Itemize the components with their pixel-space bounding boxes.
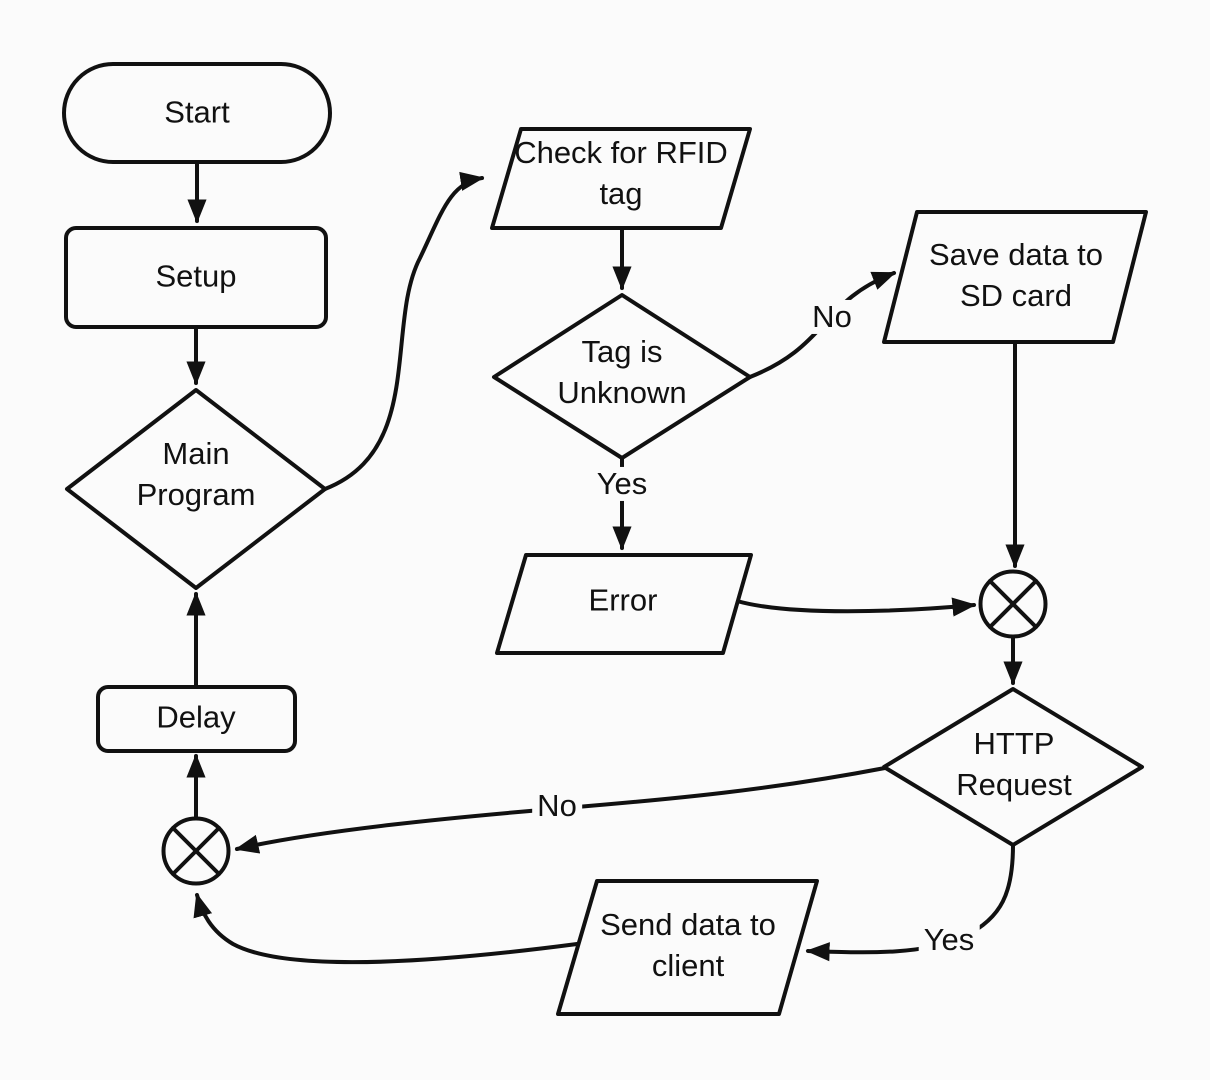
node-error-label: Error — [588, 582, 658, 618]
edge-http-request-send-client-yes — [805, 843, 1015, 962]
node-http-request-label: HTTP Request — [956, 726, 1072, 802]
node-delay-shape — [96, 685, 297, 753]
edge-label-tag-unknown-no: No — [807, 299, 857, 335]
node-save-sd-shape — [882, 210, 1148, 344]
node-start-label: Start — [164, 94, 230, 130]
node-main-program-label: Main Program — [136, 436, 256, 512]
node-send-client-label: Send data to client — [600, 907, 776, 983]
node-main-program-shape — [65, 388, 327, 590]
node-save-sd-label: Save data to SD card — [928, 237, 1104, 313]
node-setup-label: Setup — [155, 258, 237, 294]
node-check-rfid-label: Check for RFID tag — [514, 135, 728, 211]
edge-send-client-junction-left — [193, 892, 579, 965]
xor-junction-right-icon — [978, 569, 1048, 639]
node-tag-unknown-label: Tag is Unknown — [557, 334, 687, 410]
node-delay-label: Delay — [156, 699, 236, 735]
node-send-client-shape — [556, 879, 819, 1016]
edge-label-tag-unknown-yes: Yes — [591, 466, 653, 502]
xor-junction-left-icon — [161, 816, 231, 886]
node-start-shape — [62, 62, 332, 164]
node-error-shape — [495, 553, 753, 655]
node-check-rfid-shape — [490, 127, 752, 230]
edge-label-http-request-no: No — [532, 788, 582, 824]
node-http-request-shape — [882, 687, 1144, 847]
node-tag-unknown-shape — [492, 293, 752, 460]
edge-error-junction-right — [735, 597, 977, 617]
edge-main-program-check-rfid — [323, 171, 485, 491]
node-setup-shape — [64, 226, 328, 329]
edge-label-http-request-yes: Yes — [918, 922, 980, 958]
